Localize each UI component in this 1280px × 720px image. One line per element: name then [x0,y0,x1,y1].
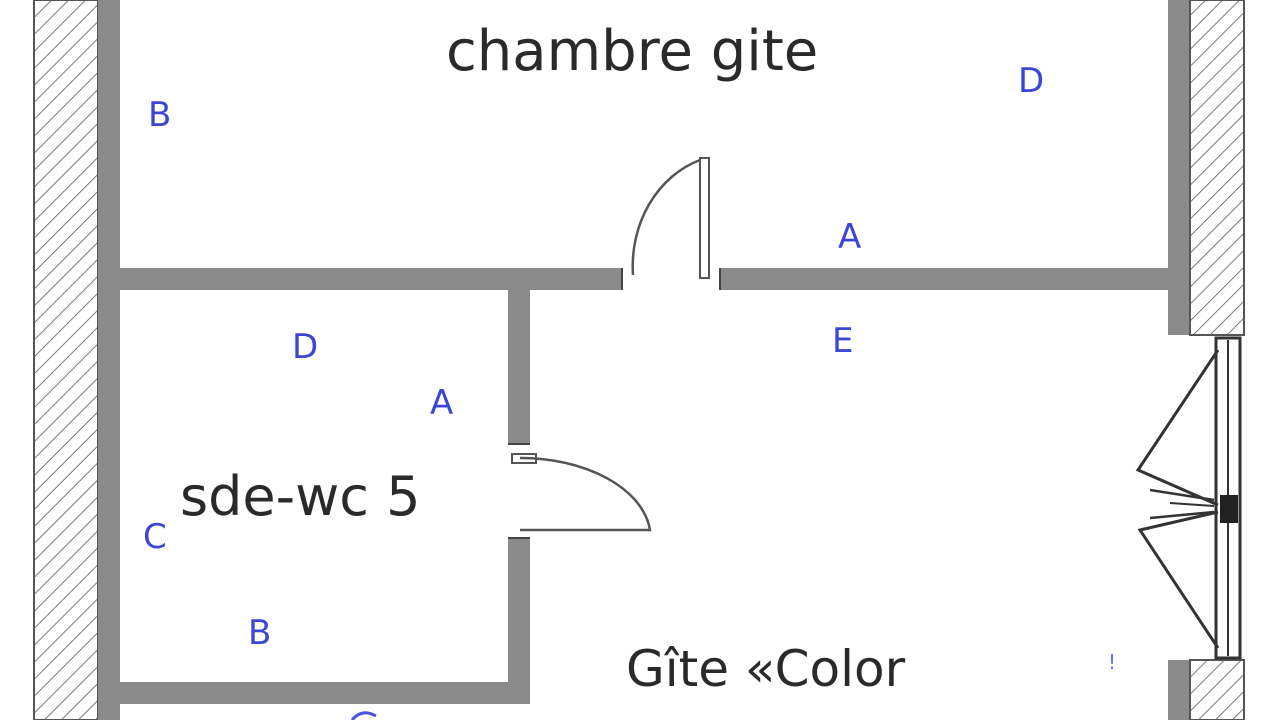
wall-letter-chambre-b: B [148,95,172,135]
left-exterior-wall [33,0,120,720]
window-double-leaf [1135,336,1242,660]
room-label-chambre: chambre gite [446,19,819,84]
wall-letter-sdewc-a: A [430,383,454,423]
wall-letter-sdewc-c: C [143,517,167,557]
bathroom-door [508,443,652,539]
bedroom-bottom-wall [120,268,1168,290]
room-label-sde-wc: sde-wc 5 [180,465,421,528]
bathroom-walls [120,290,530,704]
bedroom-door [621,157,721,290]
wall-letter-sdewc-d: D [292,327,319,367]
right-exterior-wall [1168,0,1245,720]
cropped-letter-fragment [350,711,377,720]
wall-letter-sdewc-b: B [248,613,272,653]
wall-letter-chambre-a: A [838,217,862,257]
wall-letter-hall-e: E [832,321,854,361]
wall-letter-chambre-d: D [1018,61,1045,101]
room-label-gite: Gîte «Color [626,640,906,698]
stray-mark: ! [1108,650,1117,674]
